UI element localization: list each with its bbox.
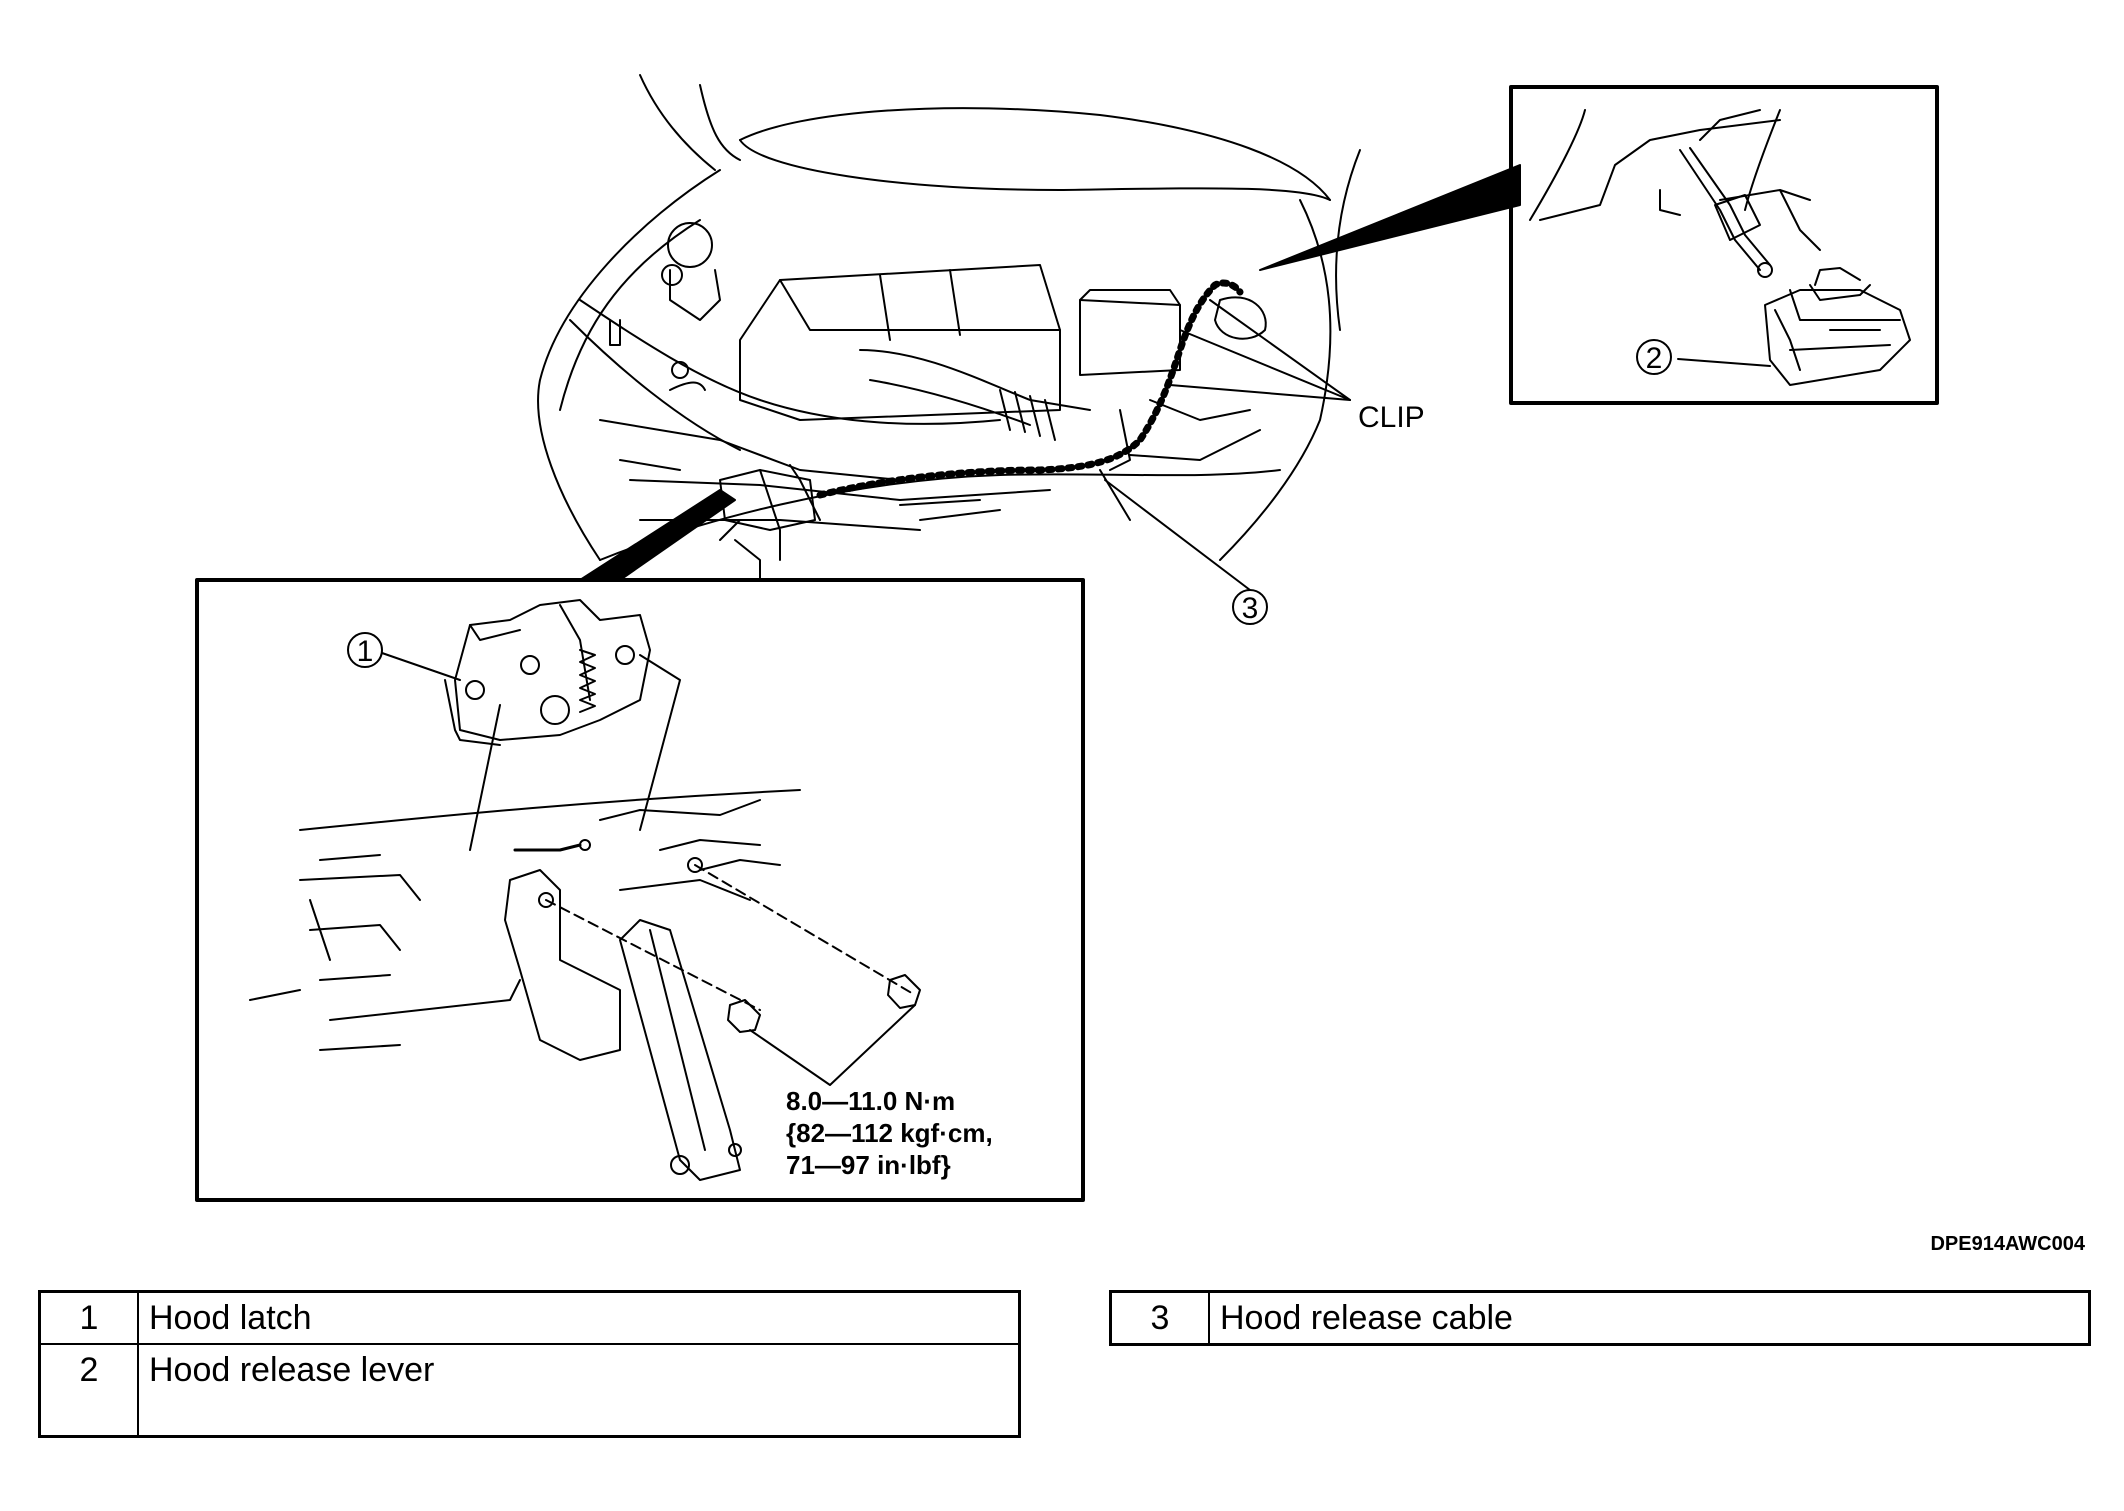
legend-number: 1	[38, 1290, 139, 1345]
hood-release-cable	[816, 279, 1244, 499]
inset-hood-latch	[195, 578, 1085, 1202]
callout-1: 1	[357, 635, 374, 668]
table-row: 1 Hood latch	[38, 1290, 1021, 1345]
figure-code: DPE914AWC004	[1930, 1233, 2085, 1255]
callout-3: 3	[1242, 592, 1259, 625]
table-row: 3 Hood release cable	[1109, 1290, 2091, 1346]
torque-spec-line-1: 8.0—11.0 N·m	[786, 1086, 955, 1116]
torque-spec-line-2: {82—112 kgf·cm,	[786, 1118, 993, 1148]
inset-hood-release-lever	[1509, 85, 1939, 405]
clip-label: CLIP	[1358, 401, 1425, 434]
callout-2: 2	[1646, 342, 1663, 375]
lever-illustration	[1529, 109, 1911, 386]
legend-number: 2	[38, 1343, 139, 1438]
legend-table-left: 1 Hood latch 2 Hood release lever	[38, 1290, 1021, 1438]
legend-label: Hood latch	[137, 1290, 1021, 1345]
legend-number: 3	[1109, 1290, 1210, 1346]
legend-table-right: 3 Hood release cable	[1109, 1290, 2091, 1346]
table-row: 2 Hood release lever	[38, 1343, 1021, 1438]
engine-bay-illustration	[537, 74, 1361, 581]
latch-illustration	[249, 599, 921, 1181]
legend-label: Hood release cable	[1208, 1290, 2091, 1346]
torque-spec-line-3: 71—97 in·lbf}	[786, 1150, 951, 1180]
inset-pointer	[1259, 164, 1521, 271]
inset-pointer	[579, 489, 736, 581]
legend-label: Hood release lever	[137, 1343, 1021, 1438]
